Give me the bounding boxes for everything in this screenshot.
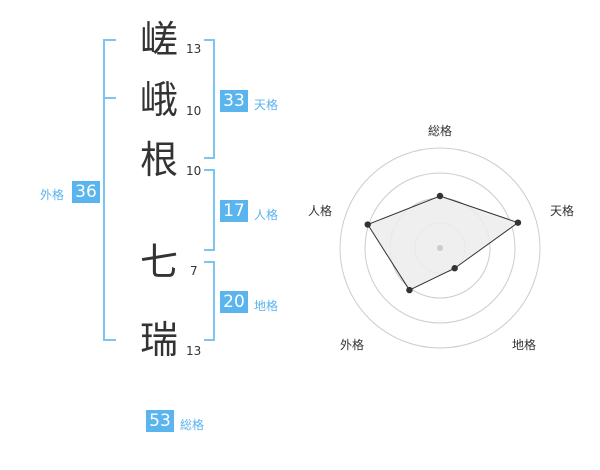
- gaikaku-bracket: [103, 39, 116, 341]
- soukaku-value: 53: [146, 410, 174, 432]
- name-char-4: 七: [139, 240, 178, 284]
- gaikaku-label: 外格: [40, 188, 65, 202]
- soukaku-label: 総格: [180, 418, 205, 432]
- stroke-count-5: 13: [186, 344, 202, 358]
- radar-point-天格: [514, 219, 522, 226]
- radar-label-chikaku: 地格: [512, 338, 537, 352]
- tenkaku-label: 天格: [254, 98, 279, 112]
- name-char-3: 根: [139, 138, 178, 182]
- radar-label-jinkaku: 人格: [308, 204, 333, 218]
- chikaku-label: 地格: [254, 299, 279, 313]
- radar-center-dot: [437, 245, 443, 251]
- radar-series-polygon: [366, 195, 520, 291]
- tenkaku-value: 33: [220, 90, 248, 112]
- name-char-2: 峨: [139, 78, 178, 122]
- chikaku-value: 20: [220, 291, 248, 313]
- radar-label-gaikaku: 外格: [340, 338, 365, 352]
- radar-label-tenkaku: 天格: [550, 204, 575, 218]
- radar-point-総格: [436, 192, 444, 200]
- tenkaku-bracket: [204, 39, 215, 159]
- stroke-count-4: 7: [190, 264, 198, 278]
- radar-point-外格: [406, 286, 413, 294]
- jinkaku-bracket: [204, 169, 215, 251]
- jinkaku-label: 人格: [254, 208, 279, 222]
- radar-ring-4: [339, 147, 541, 349]
- stroke-count-1: 13: [186, 42, 202, 56]
- stroke-count-2: 10: [186, 104, 202, 118]
- gaikaku-value: 36: [72, 181, 100, 203]
- radar-point-人格: [364, 221, 371, 228]
- name-char-5: 瑞: [139, 318, 178, 362]
- radar-ring-3: [364, 172, 516, 324]
- stroke-count-3: 10: [186, 164, 202, 178]
- radar-point-地格: [451, 265, 458, 272]
- chikaku-bracket: [204, 261, 215, 341]
- radar-label-soukaku: 総格: [428, 124, 453, 138]
- jinkaku-value: 17: [220, 200, 248, 222]
- name-char-1: 嵯: [139, 18, 178, 62]
